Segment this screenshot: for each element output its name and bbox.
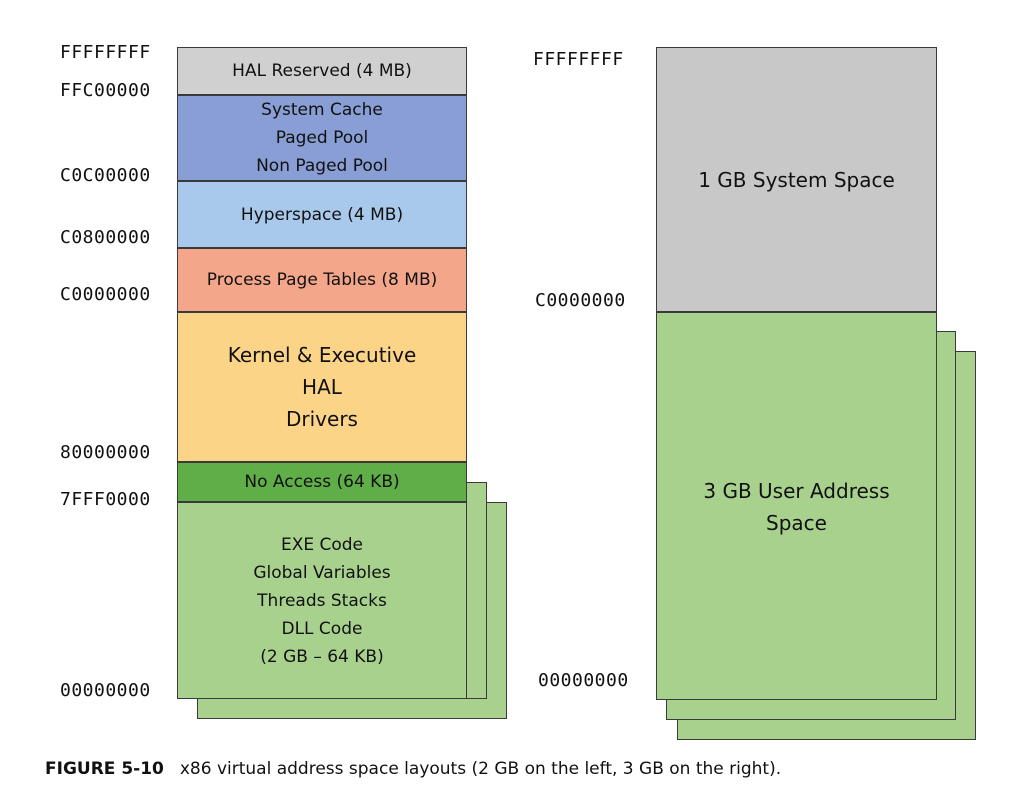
segment-process-page-tables: Process Page Tables (8 MB)	[177, 248, 467, 312]
segment-line: DLL Code	[281, 618, 363, 639]
segment-line: Drivers	[286, 407, 358, 431]
segment-line: No Access (64 KB)	[244, 472, 400, 492]
address-label: 7FFF0000	[60, 489, 151, 510]
segment-line: Space	[766, 511, 827, 535]
address-label: FFC00000	[60, 80, 151, 101]
segment-line: Global Variables	[253, 562, 391, 583]
segment-line: HAL	[302, 375, 342, 399]
figure-label: FIGURE 5-10	[45, 759, 164, 779]
segment-line: Kernel & Executive	[227, 343, 417, 367]
segment-line: HAL Reserved (4 MB)	[232, 61, 412, 81]
figure-caption: FIGURE 5-10 x86 virtual address space lay…	[45, 759, 781, 779]
segment-line: Hyperspace (4 MB)	[240, 204, 404, 225]
segment-line: Threads Stacks	[257, 590, 387, 611]
segment-system-space: 1 GB System Space	[656, 47, 937, 312]
segment-kernel-executive: Kernel & Executive HAL Drivers	[177, 312, 467, 462]
segment-line: Process Page Tables (8 MB)	[206, 270, 438, 290]
address-label: 80000000	[60, 442, 151, 463]
segment-line: 3 GB User Address	[703, 479, 890, 503]
segment-hyperspace: Hyperspace (4 MB)	[177, 181, 467, 248]
address-label: 00000000	[60, 680, 151, 701]
segment-line: EXE Code	[280, 534, 364, 555]
address-label: C0000000	[535, 290, 626, 311]
segment-line: System Cache	[261, 100, 383, 120]
segment-hal-reserved: HAL Reserved (4 MB)	[177, 47, 467, 95]
address-label: C0C00000	[60, 165, 151, 186]
segment-user-space: EXE Code Global Variables Threads Stacks…	[177, 502, 467, 699]
figure-caption-text: x86 virtual address space layouts (2 GB …	[179, 759, 782, 779]
segment-line: 1 GB System Space	[698, 167, 895, 192]
segment-line: Paged Pool	[275, 128, 369, 148]
address-label: FFFFFFFF	[60, 42, 151, 63]
segment-user-address-space: 3 GB User Address Space	[656, 312, 937, 700]
segment-system-cache: System Cache Paged Pool Non Paged Pool	[177, 95, 467, 181]
segment-no-access: No Access (64 KB)	[177, 462, 467, 502]
address-label: C0800000	[60, 227, 151, 248]
segment-line: Non Paged Pool	[256, 156, 388, 176]
address-label: FFFFFFFF	[533, 49, 624, 70]
address-label: 00000000	[538, 670, 629, 691]
segment-line: (2 GB – 64 KB)	[260, 646, 384, 667]
address-label: C0000000	[60, 284, 151, 305]
